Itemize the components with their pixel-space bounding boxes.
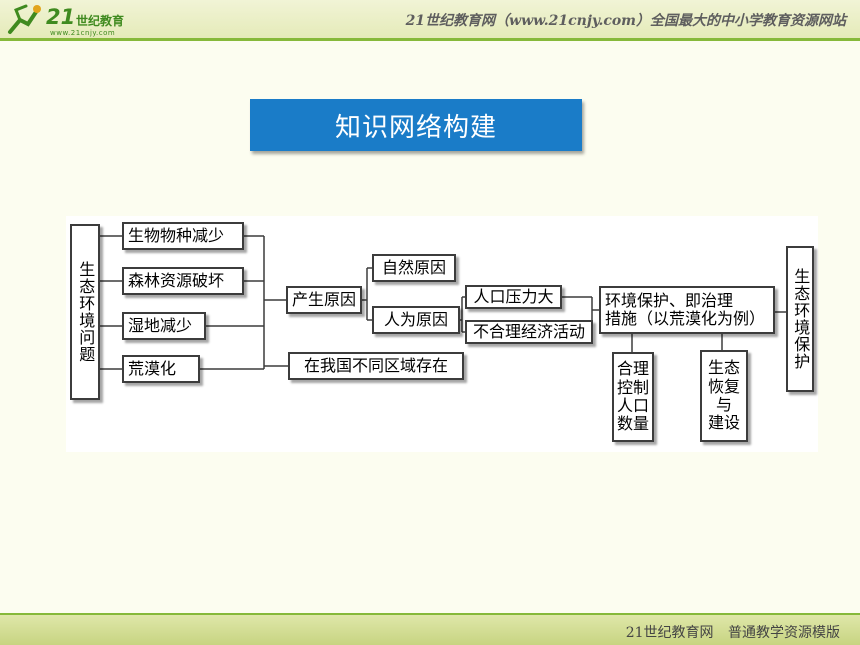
footer-divider xyxy=(0,613,860,616)
problem-label-4: 荒漠化 xyxy=(128,358,177,378)
diagram-root-protection: 生态环境保护 xyxy=(786,246,814,392)
human-cause-label-2: 不合理经济活动 xyxy=(472,321,585,341)
cause-node-human: 人为原因 xyxy=(372,306,460,334)
footer-bar xyxy=(0,615,860,645)
diagram-root-problems-label: 生态环境问题 xyxy=(76,261,96,363)
diagram-root-problems: 生态环境问题 xyxy=(70,224,100,400)
site-logo[interactable]: 21 世纪教育 www.21cnjy.com xyxy=(6,2,166,38)
sub-measure-2-line2: 恢复 xyxy=(707,376,740,396)
footer-text: 21世纪教育网 普通教学资源模版 xyxy=(625,625,840,641)
header-divider xyxy=(0,38,860,41)
measures-label-line1: 环境保护、即治理 xyxy=(605,290,734,310)
problem-label-2: 森林资源破坏 xyxy=(128,270,225,290)
sub-measure-1-line4: 数量 xyxy=(616,414,649,434)
logo-number: 21 xyxy=(46,5,76,29)
measures-label-line2: 措施（以荒漠化为例） xyxy=(605,309,766,328)
sub-measure-2-line3: 与 xyxy=(715,395,732,414)
problem-node-4: 荒漠化 xyxy=(122,355,200,383)
sub-measure-1-line1: 合理 xyxy=(616,359,649,379)
header-slogan: 21世纪教育网（www.21cnjy.com）全国最大的中小学教育资源网站 xyxy=(405,13,846,29)
diagram-root-protection-label: 生态环境保护 xyxy=(791,268,811,370)
logo-text: 世纪教育 xyxy=(76,14,125,28)
page-title: 知识网络构建 xyxy=(334,112,497,143)
cause-hub-label: 产生原因 xyxy=(291,289,356,309)
problem-node-1: 生物物种减少 xyxy=(122,222,244,250)
problem-node-2: 森林资源破坏 xyxy=(122,267,244,295)
title-banner: 知识网络构建 xyxy=(250,99,582,151)
human-cause-node-2: 不合理经济活动 xyxy=(465,320,593,344)
cause-hub-node: 产生原因 xyxy=(286,286,362,314)
sub-measure-2-line4: 建设 xyxy=(707,413,740,433)
cause-label-human: 人为原因 xyxy=(383,309,448,329)
logo-url: www.21cnjy.com xyxy=(50,29,116,37)
problem-node-3: 湿地减少 xyxy=(122,312,206,340)
sub-measure-1-line3: 人口 xyxy=(616,396,649,415)
cause-node-natural: 自然原因 xyxy=(372,254,456,282)
measures-node: 环境保护、即治理 措施（以荒漠化为例） xyxy=(599,286,775,334)
cause-label-natural: 自然原因 xyxy=(381,257,446,277)
sub-measure-node-1: 合理 控制 人口 数量 xyxy=(612,352,654,442)
header-bar xyxy=(0,0,860,40)
human-cause-label-1: 人口压力大 xyxy=(473,286,554,306)
runner-icon xyxy=(8,4,41,34)
distribution-label: 在我国不同区域存在 xyxy=(303,355,448,375)
human-cause-node-1: 人口压力大 xyxy=(465,285,562,309)
sub-measure-node-2: 生态 恢复 与 建设 xyxy=(700,350,748,442)
sub-measure-2-line1: 生态 xyxy=(707,358,740,378)
sub-measure-1-line2: 控制 xyxy=(616,377,649,397)
distribution-node: 在我国不同区域存在 xyxy=(288,352,464,380)
problem-label-3: 湿地减少 xyxy=(128,315,193,335)
problem-label-1: 生物物种减少 xyxy=(128,225,225,245)
